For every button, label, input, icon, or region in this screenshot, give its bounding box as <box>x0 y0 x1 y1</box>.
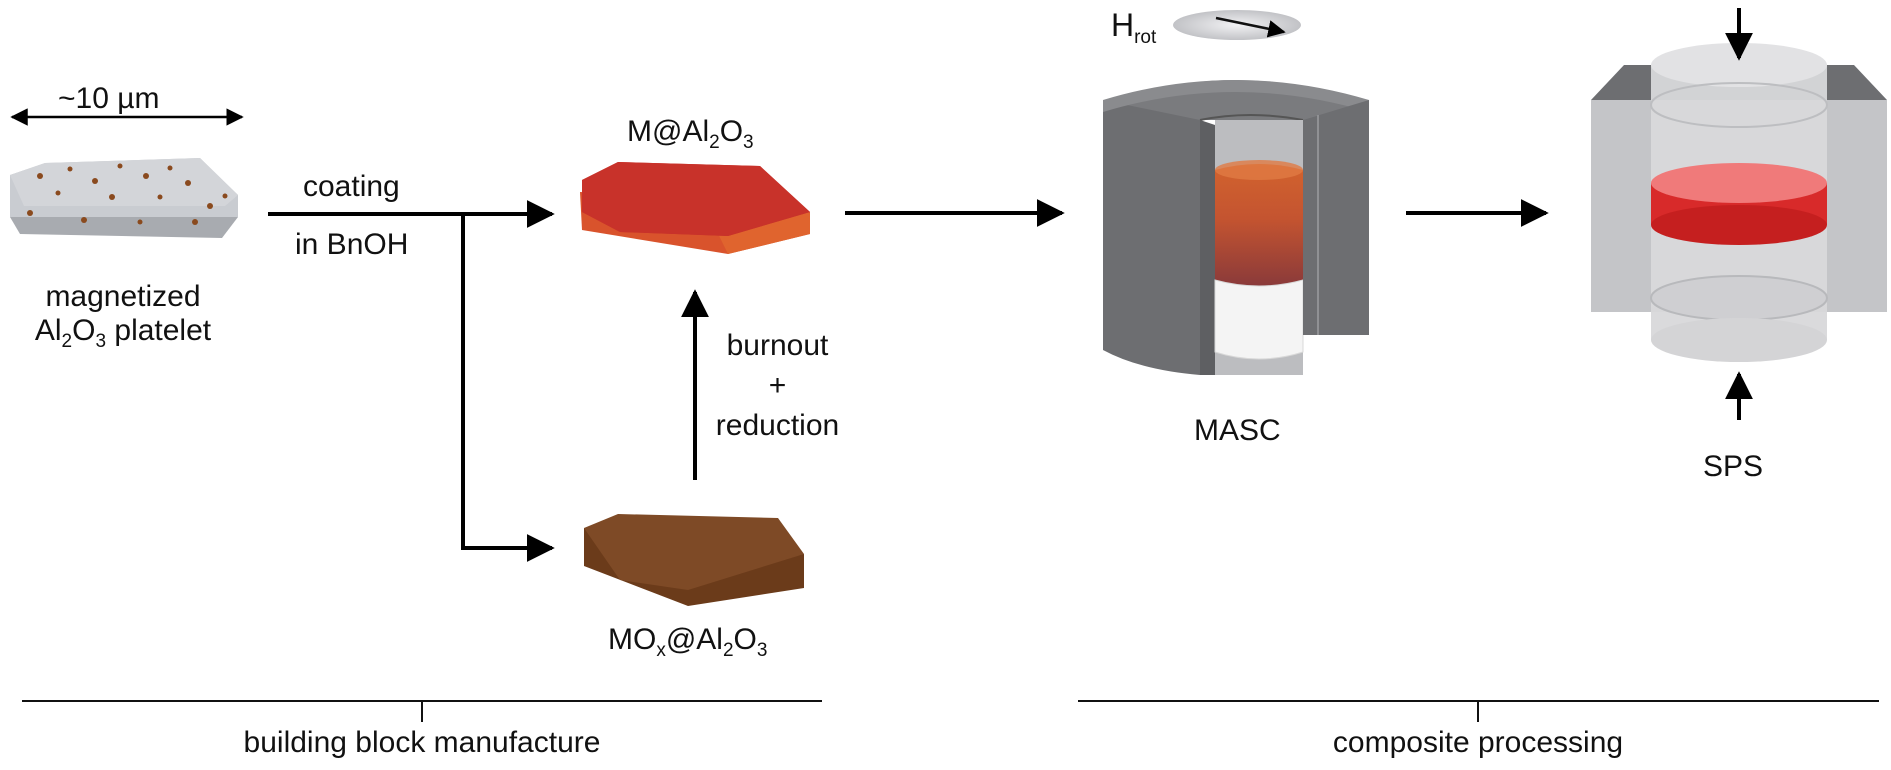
burnout-label: burnout + reduction <box>700 326 855 446</box>
section-bracket-left <box>22 700 822 722</box>
section-label-composite-processing: composite processing <box>1332 726 1624 759</box>
section-label-building-block: building block manufacture <box>243 726 601 759</box>
burnout-line1: burnout <box>726 329 829 362</box>
rotating-field-disk <box>1173 10 1301 40</box>
masc-label: MASC <box>1194 414 1281 447</box>
oxide-coated-platelet <box>584 514 804 606</box>
platelet-label-line1: magnetized <box>45 280 201 313</box>
scale-bar-label: ~10 µm <box>58 82 160 115</box>
platelet-label-line2: Al2O3 platelet <box>34 314 212 352</box>
magnetized-platelet <box>10 158 238 238</box>
coating-label: coating <box>303 170 400 203</box>
metal-coated-platelet <box>580 162 810 254</box>
metal-coated-label: M@Al2O3 <box>627 115 754 153</box>
sps-label: SPS <box>1703 450 1764 483</box>
section-bracket-right <box>1078 700 1879 722</box>
masc-mold <box>1103 80 1369 375</box>
platelet-label: magnetized Al2O3 platelet <box>18 280 228 352</box>
sps-die <box>1591 8 1887 420</box>
coating-solvent-label: in BnOH <box>295 228 409 261</box>
coating-arrows <box>268 200 555 562</box>
oxide-coated-label: MOx@Al2O3 <box>608 623 768 661</box>
rotating-field-label: Hrot <box>1111 7 1157 48</box>
burnout-line2: + <box>768 369 787 402</box>
burnout-line3: reduction <box>715 409 840 442</box>
